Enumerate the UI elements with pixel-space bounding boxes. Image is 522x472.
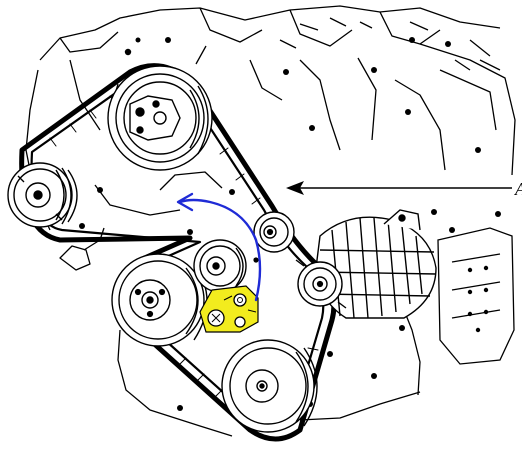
pointer-arrow — [286, 181, 512, 195]
alternator-pulley — [295, 259, 347, 309]
water-pump-pulley — [221, 339, 318, 433]
rotation-direction-arrow — [176, 192, 262, 302]
engine-block-outline — [25, 5, 516, 437]
crankshaft-pulley — [111, 253, 208, 347]
ac-compressor-pulley — [7, 162, 78, 228]
engine-bolt-heads — [79, 37, 501, 411]
tensioner-mounting-bolts — [199, 285, 259, 333]
exhaust-heat-shield — [437, 227, 515, 365]
tensioner-pulley — [253, 211, 295, 253]
power-steering-pump-pulley — [107, 65, 213, 171]
edge-label-a: A — [515, 180, 522, 198]
drive-belt — [19, 63, 337, 442]
idler-pulley — [193, 239, 247, 293]
